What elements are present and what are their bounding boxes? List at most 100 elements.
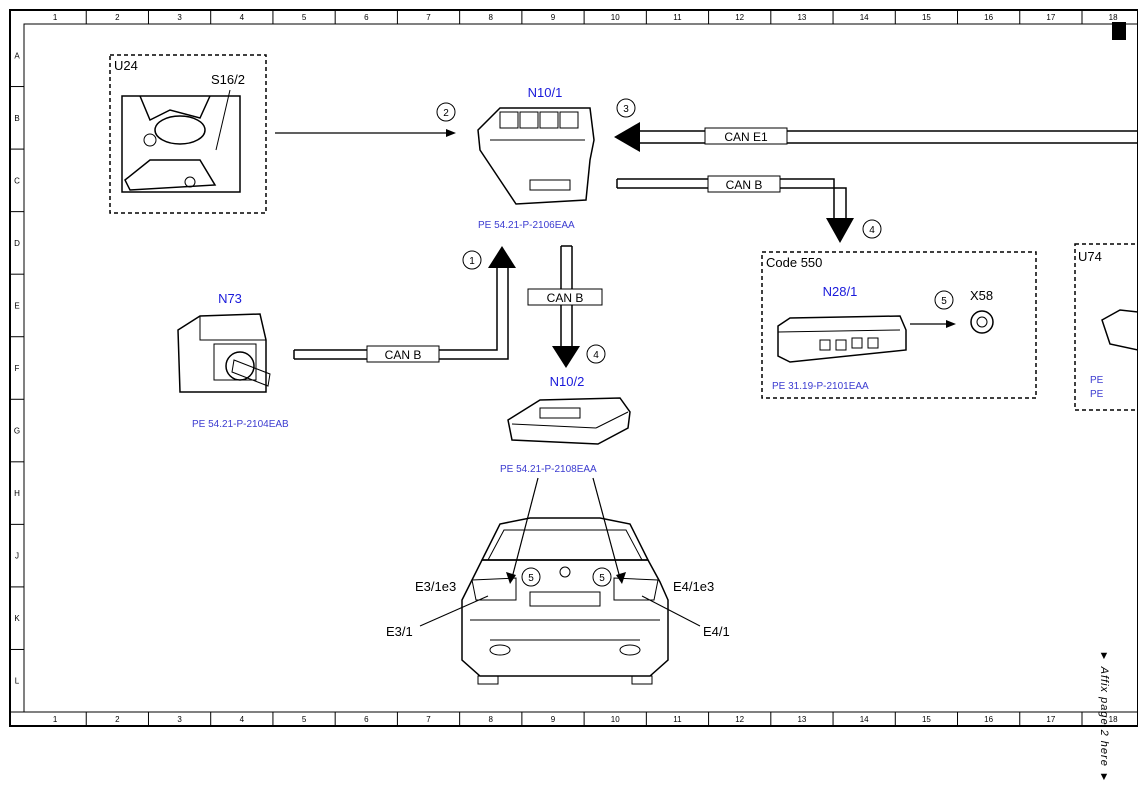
- step-4-top: 4: [862, 219, 882, 239]
- n10-1-ref[interactable]: PE 54.21-P-2106EAA: [478, 220, 575, 231]
- u74-label: U74: [1078, 249, 1102, 264]
- grid-column-label: 17: [1046, 13, 1055, 22]
- n73-module-illustration: [177, 313, 271, 393]
- grid-column-label: 11: [673, 13, 682, 22]
- grid-column-label: 3: [177, 13, 182, 22]
- grid-column-label: 15: [922, 715, 931, 724]
- grid-column-label: 17: [1046, 715, 1055, 724]
- grid-row-label: A: [14, 51, 20, 60]
- svg-text:4: 4: [593, 350, 599, 361]
- grid-column-label: 3: [177, 715, 182, 724]
- grid-column-label: 14: [860, 13, 869, 22]
- grid-column-label: 9: [551, 715, 556, 724]
- grid-row-label: E: [14, 301, 19, 310]
- grid-column-label: 18: [1109, 715, 1118, 724]
- u74-ref-a[interactable]: PE: [1090, 375, 1104, 386]
- u74-ref-b[interactable]: PE: [1090, 389, 1104, 400]
- can-e1-bus: CAN E1: [614, 122, 1138, 152]
- grid-row-label: H: [14, 489, 20, 498]
- svg-text:CAN B: CAN B: [385, 348, 422, 362]
- n28-1-label: N28/1: [823, 284, 858, 299]
- arrowhead: [946, 320, 956, 328]
- svg-text:5: 5: [599, 573, 605, 584]
- grid-column-label: 1: [53, 13, 58, 22]
- grid-column-label: 10: [611, 715, 620, 724]
- grid-column-label: 16: [984, 715, 993, 724]
- grid-column-label: 5: [302, 715, 307, 724]
- outer-frame: [9, 9, 1138, 727]
- grid-column-label: 4: [240, 13, 245, 22]
- x58-socket-illustration: [970, 310, 994, 334]
- n10-1-label: N10/1: [528, 85, 563, 100]
- grid-column-label: 18: [1109, 13, 1118, 22]
- grid-row-label: G: [14, 427, 20, 436]
- u74-module-illustration: [1101, 309, 1138, 351]
- grid-column-label: 12: [735, 13, 744, 22]
- grid-row-label: J: [15, 552, 19, 561]
- grid-row-label: F: [15, 364, 20, 373]
- can-b-bus-to-n28-1: CAN B: [616, 175, 854, 243]
- n28-1-ref[interactable]: PE 31.19-P-2101EAA: [772, 381, 869, 392]
- grid-column-label: 8: [489, 13, 494, 22]
- e4-1e3-label: E4/1e3: [673, 579, 714, 594]
- svg-text:5: 5: [941, 296, 947, 307]
- e4-1-label: E4/1: [703, 624, 730, 639]
- n10-2-label: N10/2: [550, 374, 585, 389]
- u74-dashed-box: [1074, 243, 1138, 411]
- vehicle-rear-illustration: [461, 517, 669, 685]
- can-b-bus-n73-to-n10-1: CAN B: [293, 246, 516, 363]
- grid-column-label: 12: [735, 715, 744, 724]
- svg-text:4: 4: [869, 225, 875, 236]
- inner-frame: [23, 23, 1138, 713]
- svg-text:2: 2: [443, 108, 449, 119]
- x58-label: X58: [970, 288, 993, 303]
- grid-row-label: C: [14, 176, 20, 185]
- grid-column-label: 5: [302, 13, 307, 22]
- grid-column-label: 7: [426, 715, 431, 724]
- grid-row-label: B: [14, 114, 19, 123]
- grid-column-label: 1: [53, 715, 58, 724]
- grid-column-label: 10: [611, 13, 620, 22]
- step-5-left: 5: [521, 567, 541, 587]
- n10-2-ref[interactable]: PE 54.21-P-2108EAA: [500, 464, 597, 475]
- grid-row-labels: A B C D E F G H J K L: [10, 51, 24, 713]
- grid-row-label: L: [15, 677, 20, 686]
- step-1: 1: [462, 250, 482, 270]
- can-b-bus-n10-1-to-n10-2: CAN B: [527, 245, 603, 368]
- grid-column-label: 6: [364, 13, 369, 22]
- n73-ref[interactable]: PE 54.21-P-2104EAB: [192, 419, 289, 430]
- grid-column-label: 13: [797, 13, 806, 22]
- n10-2-to-e4-line: [592, 477, 621, 579]
- grid-column-label: 14: [860, 715, 869, 724]
- svg-text:5: 5: [528, 573, 534, 584]
- grid-row-label: K: [14, 614, 20, 623]
- grid-column-label: 9: [551, 13, 556, 22]
- grid-column-label: 2: [115, 715, 120, 724]
- s16-2-label: S16/2: [211, 72, 245, 87]
- e3-1-label: E3/1: [386, 624, 413, 639]
- n28-1-module-illustration: [777, 315, 907, 363]
- code550-dashed-box: [761, 251, 1037, 399]
- step-3: 3: [616, 98, 636, 118]
- svg-text:CAN E1: CAN E1: [724, 130, 768, 144]
- ignition-switch-illustration: [121, 89, 241, 193]
- n73-label: N73: [218, 291, 242, 306]
- step-2: 2: [436, 102, 456, 122]
- grid-column-label: 7: [426, 13, 431, 22]
- e3-1-leader: [419, 595, 489, 627]
- n10-2-to-e3-line: [511, 477, 539, 579]
- grid-column-label: 2: [115, 13, 120, 22]
- svg-text:CAN B: CAN B: [726, 178, 763, 192]
- grid-column-label: 4: [240, 715, 245, 724]
- e4-1-leader: [641, 595, 701, 627]
- sheet-tab-marker: [1112, 22, 1126, 40]
- arrowhead: [446, 129, 456, 137]
- svg-text:1: 1: [469, 256, 475, 267]
- code550-label: Code 550: [766, 255, 822, 270]
- svg-text:3: 3: [623, 104, 629, 115]
- e3-1e3-label: E3/1e3: [415, 579, 456, 594]
- step-5-right: 5: [592, 567, 612, 587]
- grid-row-label: D: [14, 239, 20, 248]
- grid-column-label: 8: [489, 715, 494, 724]
